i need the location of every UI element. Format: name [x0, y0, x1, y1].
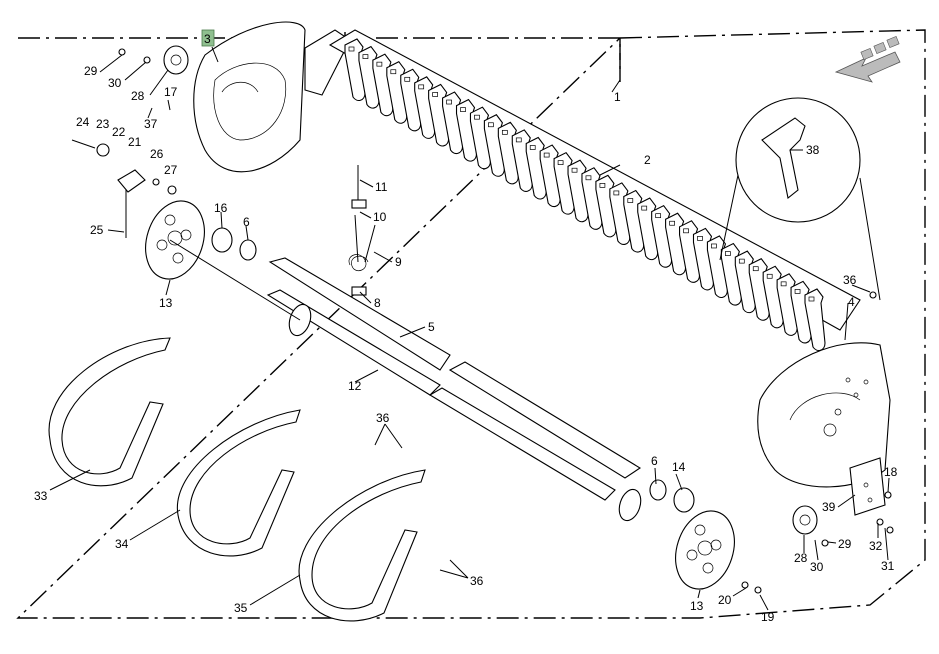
comb-tine-slot	[515, 137, 522, 143]
comb-tine-slot	[738, 258, 745, 264]
callout-30-top: 30	[108, 76, 122, 90]
callout-39: 39	[822, 500, 836, 514]
comb-tine-slot	[627, 198, 634, 203]
callout-34: 34	[115, 537, 129, 551]
upper-left-hardware	[71, 45, 189, 238]
comb-tine-slot	[348, 46, 355, 52]
comb-tine-slot	[557, 160, 564, 165]
callout-36-top-right: 36	[843, 273, 857, 287]
callout-33: 33	[34, 489, 48, 503]
torsion-spring	[348, 165, 376, 296]
callout-12: 12	[348, 379, 362, 393]
callout-28-bottom: 28	[794, 551, 808, 565]
belt-35	[298, 469, 426, 622]
comb-tine-slot	[711, 243, 717, 249]
comb-tine-slot	[683, 228, 689, 234]
belt-33	[48, 337, 171, 487]
lower-right-hardware	[741, 291, 894, 594]
belt-34	[176, 409, 301, 557]
callout-11: 11	[375, 180, 388, 194]
comb-tine-slot	[780, 281, 787, 287]
comb-tine-slot	[725, 251, 731, 256]
detail-magnifier	[719, 97, 881, 301]
callout-30-bottom: 30	[810, 560, 824, 574]
callout-23: 23	[96, 117, 110, 131]
callout-28-top: 28	[131, 89, 145, 103]
callout-highlight-box	[201, 29, 215, 47]
callout-13-left: 13	[159, 296, 173, 310]
callout-29-top: 29	[84, 64, 98, 78]
callout-26: 26	[150, 147, 164, 161]
callout-2: 2	[644, 153, 651, 167]
comb-tine-slot	[697, 236, 703, 241]
comb-tine-slot	[404, 76, 411, 82]
tine-comb-assembly	[328, 29, 861, 352]
callout-20: 20	[718, 593, 732, 607]
comb-tine-slot	[766, 273, 773, 279]
shaft-tubes	[169, 239, 642, 522]
bearing-plate	[849, 457, 886, 516]
comb-tine-slot	[460, 107, 466, 112]
callout-25: 25	[90, 223, 104, 237]
callout-6-left: 6	[243, 215, 250, 229]
comb-tine-slot	[376, 61, 383, 67]
callout-36-middle: 36	[376, 411, 390, 425]
callout-37: 37	[144, 117, 158, 131]
callout-22: 22	[112, 125, 126, 139]
callout-13-right: 13	[690, 599, 704, 613]
comb-tine-slot	[641, 205, 648, 211]
comb-tine-slot	[432, 92, 438, 97]
direction-arrow-icon	[834, 36, 901, 83]
callout-29-bottom: 29	[838, 537, 852, 551]
comb-tine-slot	[599, 183, 606, 188]
callout-10: 10	[373, 210, 387, 224]
comb-tine-slot	[613, 190, 620, 196]
callout-1: 1	[614, 90, 621, 104]
callout-9: 9	[395, 255, 402, 269]
comb-tine-slot	[418, 84, 425, 90]
callout-36-bottom: 36	[470, 574, 484, 588]
comb-tine-slot	[488, 122, 494, 128]
callout-3: 3	[204, 32, 211, 46]
callout-8: 8	[374, 296, 381, 310]
comb-tine-slot	[752, 266, 759, 272]
comb-tine-slot	[390, 69, 397, 75]
comb-tine-slot	[362, 54, 369, 59]
comb-tine-slot	[571, 167, 578, 173]
flange-disc-right	[675, 510, 735, 590]
callout-24: 24	[76, 115, 90, 129]
callout-14: 14	[672, 460, 686, 474]
callout-38: 38	[806, 143, 820, 157]
callout-labels: 3 1 2 29 30 28 17 37 24 23 22 21 26 27 2…	[34, 32, 898, 624]
comb-tine-slot	[543, 152, 550, 158]
callout-6-right: 6	[651, 454, 658, 468]
comb-tine-slot	[794, 289, 801, 294]
leader-lines	[49, 46, 890, 611]
callout-17: 17	[164, 85, 178, 99]
comb-tine-slot	[655, 213, 662, 219]
flange-disc-left	[145, 200, 205, 280]
callout-19: 19	[761, 610, 775, 624]
callout-21: 21	[128, 135, 142, 149]
callout-16: 16	[214, 201, 228, 215]
callout-27: 27	[164, 163, 178, 177]
comb-tine-slot	[808, 296, 815, 302]
comb-tine-slot	[529, 145, 536, 150]
callout-31: 31	[881, 559, 895, 573]
callout-4: 4	[848, 295, 855, 309]
comb-tine-slot	[474, 114, 480, 120]
callout-5: 5	[428, 320, 435, 334]
comb-tine-slot	[585, 175, 592, 181]
left-side-housing	[193, 21, 306, 173]
comb-tine-slot	[669, 220, 675, 226]
callout-32: 32	[869, 539, 883, 553]
comb-tine-slot	[501, 129, 508, 135]
callout-35: 35	[234, 601, 248, 615]
callout-18: 18	[884, 465, 898, 479]
comb-tine-slot	[446, 99, 452, 105]
